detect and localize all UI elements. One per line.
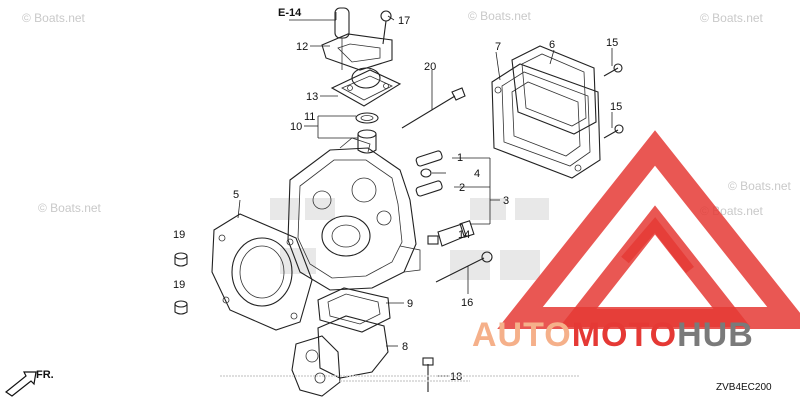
thermostat-cover-12 (321, 7, 393, 71)
dowel-pin-19-lower (174, 300, 188, 315)
seal-4 (420, 168, 432, 178)
bolt-16 (435, 251, 493, 283)
callout-18: 18 (450, 371, 462, 383)
callout-15-upper: 15 (606, 37, 618, 49)
spark-plug-14 (427, 220, 475, 247)
bolt-18 (422, 357, 434, 392)
callout-2: 2 (459, 182, 465, 194)
callout-13: 13 (306, 91, 318, 103)
callout-11: 11 (304, 111, 315, 123)
background-watermark-shapes (270, 198, 549, 280)
valve-guide-1 (415, 150, 443, 167)
callout-12: 12 (296, 41, 308, 53)
bolt-20 (401, 87, 466, 129)
watermark: © Boats.net (728, 179, 792, 193)
exhaust-manifold-8 (291, 315, 389, 397)
callout-17: 17 (398, 15, 410, 27)
bolt-15-upper (603, 63, 623, 77)
watermark: © Boats.net (38, 201, 102, 215)
callout-9: 9 (407, 298, 413, 310)
watermark: © Boats.net (22, 11, 86, 25)
watermark: © Boats.net (700, 11, 764, 25)
section-ref-label: E-14 (278, 7, 302, 19)
brand-word-moto: MOTO (572, 316, 677, 354)
callout-6: 6 (549, 39, 555, 51)
callout-8: 8 (402, 341, 408, 353)
automotohub-wordmark: AUTOMOTOHUB (472, 316, 754, 354)
valve-guide-2 (415, 180, 443, 197)
diagram-code: ZVB4EC200 (716, 382, 772, 393)
callout-14: 14 (458, 229, 470, 241)
callout-5: 5 (233, 189, 239, 201)
callout-1: 1 (457, 152, 463, 164)
callout-10: 10 (290, 121, 302, 133)
callout-3: 3 (503, 195, 509, 207)
automotohub-logo-icon (497, 130, 800, 329)
callout-15-lower: 15 (610, 101, 622, 113)
callout-7: 7 (495, 41, 501, 53)
seal-ring-11 (355, 112, 379, 124)
head-gasket-5 (211, 213, 313, 331)
thermostat-10 (357, 129, 377, 154)
cylinder-head (287, 137, 421, 291)
watermark: © Boats.net (468, 9, 532, 23)
callout-4: 4 (474, 168, 480, 180)
svg-text:AUTOMOTOHUB: AUTOMOTOHUB (472, 316, 754, 354)
thermostat-housing-13 (330, 67, 402, 107)
callout-19-lower: 19 (173, 279, 185, 291)
callout-19-upper: 19 (173, 229, 185, 241)
bolt-17 (380, 10, 392, 45)
bolt-15-lower (603, 124, 624, 139)
front-direction-arrow-icon (4, 371, 37, 397)
brand-word-auto: AUTO (472, 316, 572, 354)
head-cover-gasket-6 (511, 45, 597, 135)
head-cover-7 (491, 63, 601, 179)
callout-20: 20 (424, 61, 436, 73)
exhaust-gasket-9 (317, 287, 391, 333)
fine-print-line (220, 375, 580, 382)
dowel-pin-19-upper (174, 252, 188, 267)
front-label: FR. (36, 369, 54, 381)
callout-16: 16 (461, 297, 473, 309)
brand-word-hub: HUB (677, 316, 754, 354)
